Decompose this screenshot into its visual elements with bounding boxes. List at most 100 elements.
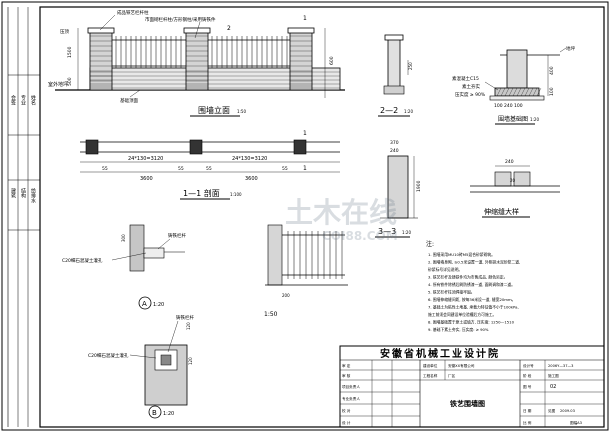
dim: 120 <box>188 357 193 365</box>
notes-block: 注: 1. 围墙采用MU10砖M5混合砂浆砌筑。 2. 围墙墙身砌, ≥0.5米设… <box>426 240 520 332</box>
view-scale: 1:20 <box>404 109 413 114</box>
hatch <box>512 87 518 97</box>
hatch <box>532 87 538 97</box>
view-scale: 1:20 <box>530 117 539 122</box>
row-label: 校 对 <box>342 408 351 413</box>
client-value: 安徽XX有限公司 <box>448 363 475 368</box>
sheet-value: 02 <box>550 384 556 390</box>
section-3-3: 370 240 1900 3—3 1:20 <box>375 140 422 238</box>
code-value: 2006Y—37—3 <box>548 364 573 368</box>
view-title: 伸缩缝大样 <box>484 207 519 216</box>
hatch <box>500 87 506 97</box>
phase-label: 阶 段 <box>523 373 532 378</box>
cut-mark: 2 <box>227 25 231 32</box>
sheet-label: 图 号 <box>523 384 532 389</box>
label-concrete: 素混凝土C15 <box>452 75 479 82</box>
row-label: 审 定 <box>342 363 351 368</box>
side-label: 结构 <box>20 187 26 199</box>
note-line: 8. 围墙基础置于原土或填方, 压实度: 1250—1510 <box>428 320 515 325</box>
view-scale: 1:100 <box>230 192 242 197</box>
dim-240: 240 <box>505 159 514 165</box>
label-concrete: C20细石混凝土灌孔 <box>62 257 103 264</box>
note-line: 施工前须会同建设单位验槽后方可施工。 <box>428 312 496 317</box>
format-value: 图幅A3 <box>570 420 582 425</box>
side-label: 专业 <box>20 94 26 105</box>
detail-a: 铸铁栏杆 C20细石混凝土灌孔 300 A 1:20 <box>62 224 186 310</box>
label-post: 铸铁栏杆 <box>168 232 186 239</box>
note-line: 7. 基础土为粘性土地基, 承载力特征值不小于100kPa, <box>428 305 519 310</box>
label-post: 成品铁艺栏杆柱 <box>117 9 149 16</box>
dim-right: 24*130=3120 <box>232 156 267 162</box>
cut-mark: 1 <box>303 15 307 22</box>
view-title: 3—3 <box>378 227 396 236</box>
foundation-view: 地坪 400 100 100 240 100 素混凝土C15 素土夯实 压实度 … <box>452 45 575 125</box>
side-label: 建筑 <box>10 187 16 199</box>
label-soil: 素土夯实 <box>462 83 480 90</box>
title-block: 安徽省机械工业设计院 审 定 审 核 项目负责人 专业负责人 校 对 设 计 建… <box>339 345 605 428</box>
cut-mark: 1 <box>303 130 307 137</box>
date-label: 日 期 <box>523 408 532 413</box>
label-post: 铸铁栏杆 <box>176 314 194 321</box>
hatch <box>536 87 542 97</box>
label-compaction: 压实度 ≥ 90% <box>455 91 486 98</box>
hatch <box>516 87 522 97</box>
joint-detail: 240 20 伸缩缝大样 <box>470 159 560 218</box>
dim-600: 600 <box>329 56 335 65</box>
view-scale: 1:20 <box>153 302 164 308</box>
note-line: 9. 基础下素土夯实, 压实度: ≥ 90% <box>428 327 489 332</box>
view-title: 1—1 剖面 <box>183 188 220 198</box>
institute-name: 安徽省机械工业设计院 <box>380 347 500 360</box>
dim-370: 370 <box>390 140 399 146</box>
scale-value: 见图 <box>548 409 556 413</box>
dim-20: 20 <box>510 178 516 183</box>
label-ground: 室外地坪 <box>48 81 68 88</box>
dim-300: 300 <box>121 234 126 242</box>
dim-55: 55 <box>206 166 212 172</box>
hatch <box>496 87 502 97</box>
project-value: 厂区 <box>448 374 456 378</box>
pillar-plan <box>293 139 307 155</box>
watermark: 土木在线 COI88.COM <box>285 196 398 243</box>
hatch <box>520 87 526 97</box>
note-line: 2. 围墙墙身砌, ≥0.5米设置一道, 外侧抹水泥砂浆二道, <box>428 260 520 265</box>
hatch <box>504 87 510 97</box>
dim: 120 <box>186 322 191 330</box>
date-value: 2009.03 <box>560 409 575 413</box>
dim-100: 100 <box>549 87 555 96</box>
view-scale: 1:20 <box>163 411 174 417</box>
dim-55: 55 <box>282 166 288 172</box>
cut-mark: 1 <box>303 165 307 172</box>
view-title: 2—2 <box>380 106 398 115</box>
dim-240: 240 <box>390 148 399 154</box>
note-line: 1. 围墙采用MU10砖M5混合砂浆砌筑。 <box>428 252 495 257</box>
hatch <box>524 87 530 97</box>
side-column: 会签 专业 姓名 建筑 结构 给排水 <box>7 7 40 427</box>
note-line: 4. 所有铁件除锈后刷防锈漆一道, 面刷调和漆二道。 <box>428 282 515 287</box>
elevation-view: 成品铁艺栏杆柱 压顶 市面砌栏杆柱/方形钢柱/采用铸铁件 室外地坪 基础顶面 1… <box>48 9 345 117</box>
drawing-name: 铁艺围墙图 <box>450 399 485 408</box>
detail-mark-text: A <box>142 300 147 308</box>
view-scale: 1:20 <box>402 230 411 235</box>
watermark-en: COI88.COM <box>322 229 398 243</box>
dim-bottom: 100 240 100 <box>494 103 523 109</box>
label-base: 基础顶面 <box>120 97 138 104</box>
detail-mark <box>138 296 152 310</box>
phase-value: 施工图 <box>548 373 559 378</box>
notes-heading: 注: <box>426 240 434 248</box>
view-title: 围墙基础图 <box>498 115 528 123</box>
detail-b: 铸铁栏杆 C20细石混凝土灌孔 120 120 B 1:20 <box>88 314 194 419</box>
view-title: 围墙立面 <box>198 105 230 115</box>
dim: 250 <box>408 62 413 70</box>
side-label: 会签 <box>10 94 16 105</box>
dim-left: 24*130=3120 <box>128 156 163 162</box>
inner-border <box>39 6 605 428</box>
dim-500: 500 <box>67 77 73 86</box>
dim-1500: 1500 <box>67 46 73 58</box>
railing-view: 200 1:50 <box>264 224 348 318</box>
watermark-text: 土木在线 <box>285 196 397 229</box>
hatch <box>508 87 514 97</box>
client-label: 建设单位 <box>423 363 438 368</box>
dim-55: 55 <box>102 166 108 172</box>
row-label: 专业负责人 <box>342 396 360 401</box>
